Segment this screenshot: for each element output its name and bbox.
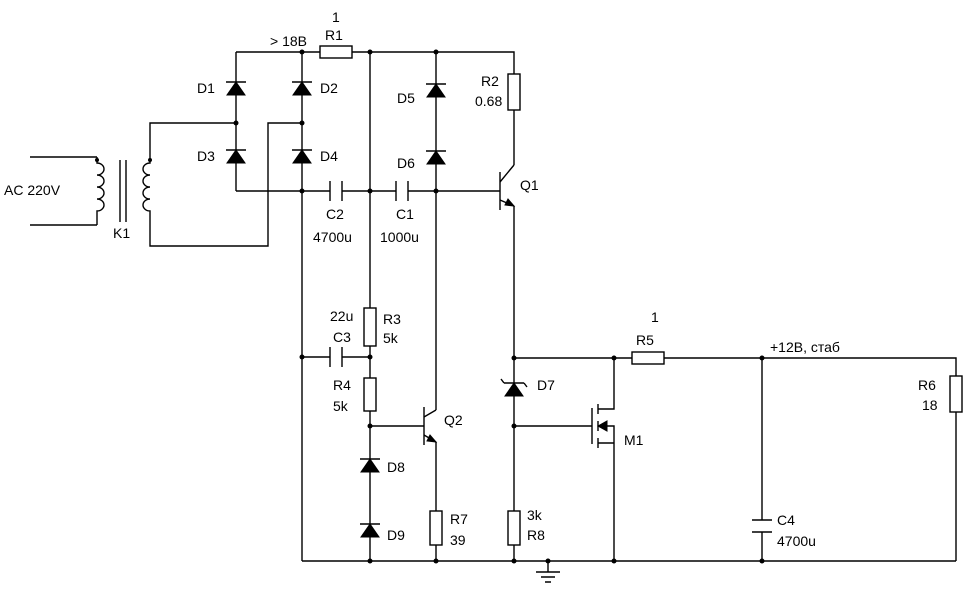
resistor-r1-value: 1 bbox=[332, 9, 340, 25]
resistor-r4-label: R4 bbox=[333, 377, 351, 393]
diode-d5: D5 bbox=[397, 83, 446, 106]
resistor-r8-label: R8 bbox=[527, 527, 545, 543]
diode-d7-label: D7 bbox=[537, 377, 555, 393]
transistor-q1: Q1 bbox=[499, 164, 539, 210]
transformer-k1: K1 bbox=[95, 157, 152, 241]
diode-d6-label: D6 bbox=[397, 155, 415, 171]
diode-d8: D8 bbox=[360, 458, 405, 475]
capacitor-c2: C2 4700u bbox=[313, 181, 352, 245]
capacitor-c2-label: C2 bbox=[326, 206, 344, 222]
capacitor-c1-value: 1000u bbox=[380, 229, 419, 245]
resistor-r6-label: R6 bbox=[918, 377, 936, 393]
diode-d1-label: D1 bbox=[197, 80, 215, 96]
resistor-r8: 3k R8 bbox=[507, 507, 545, 546]
resistor-r5: 1 R5 bbox=[631, 309, 665, 365]
diode-d7: D7 bbox=[500, 377, 555, 397]
diode-d5-label: D5 bbox=[397, 90, 415, 106]
transistor-q2: Q2 bbox=[423, 407, 463, 445]
resistor-r5-label: R5 bbox=[636, 332, 654, 348]
resistor-r3: R3 5k bbox=[363, 307, 401, 347]
resistor-r7-value: 39 bbox=[450, 532, 466, 548]
transistor-m1: M1 bbox=[591, 404, 644, 448]
resistor-r4-value: 5k bbox=[333, 398, 349, 414]
diode-d4: D4 bbox=[292, 148, 338, 164]
diode-d2-label: D2 bbox=[320, 80, 338, 96]
junction-dots bbox=[233, 49, 765, 564]
resistor-r6-value: 18 bbox=[922, 397, 938, 413]
resistor-r7: R7 39 bbox=[429, 510, 468, 548]
rectified-voltage-label: > 18B bbox=[270, 33, 307, 49]
resistor-r2: R2 0.68 bbox=[475, 73, 521, 111]
capacitor-c2-value: 4700u bbox=[313, 229, 352, 245]
wires bbox=[30, 51, 957, 583]
transistor-m1-label: M1 bbox=[624, 432, 644, 448]
capacitor-c1-label: C1 bbox=[396, 206, 414, 222]
capacitor-c3-label: C3 bbox=[333, 329, 351, 345]
capacitor-c4-label: C4 bbox=[777, 512, 795, 528]
capacitor-c3: 22u C3 bbox=[329, 308, 353, 367]
resistor-r3-value: 5k bbox=[383, 330, 399, 346]
resistor-r2-value: 0.68 bbox=[475, 93, 502, 109]
diode-d6: D6 bbox=[397, 150, 446, 171]
resistor-r1: 1 R1 bbox=[319, 9, 353, 59]
input-label: AC 220V bbox=[4, 182, 61, 198]
diode-d1: D1 bbox=[197, 80, 246, 96]
resistor-r2-label: R2 bbox=[481, 73, 499, 89]
capacitor-c4: C4 4700u bbox=[752, 512, 816, 549]
output-voltage-label: +12B, стаб bbox=[770, 339, 840, 355]
diode-d2: D2 bbox=[292, 80, 338, 96]
resistor-r7-label: R7 bbox=[450, 511, 468, 527]
diode-d3: D3 bbox=[197, 148, 246, 164]
resistor-r1-label: R1 bbox=[325, 27, 343, 43]
diode-d9: D9 bbox=[360, 523, 405, 543]
transistor-q1-label: Q1 bbox=[520, 177, 539, 193]
transistor-q2-label: Q2 bbox=[444, 412, 463, 428]
diode-d3-label: D3 bbox=[197, 148, 215, 164]
resistor-r6: R6 18 bbox=[918, 375, 963, 413]
resistor-r8-value: 3k bbox=[527, 507, 543, 523]
capacitor-c1: C1 1000u bbox=[380, 181, 419, 245]
diode-d8-label: D8 bbox=[387, 459, 405, 475]
transformer-label: K1 bbox=[113, 225, 130, 241]
resistor-r5-value: 1 bbox=[651, 309, 659, 325]
resistor-r4: R4 5k bbox=[333, 377, 377, 414]
capacitor-c3-value: 22u bbox=[330, 308, 353, 324]
capacitor-c4-value: 4700u bbox=[777, 533, 816, 549]
diode-d4-label: D4 bbox=[320, 148, 338, 164]
resistor-r3-label: R3 bbox=[383, 311, 401, 327]
diode-d9-label: D9 bbox=[387, 527, 405, 543]
